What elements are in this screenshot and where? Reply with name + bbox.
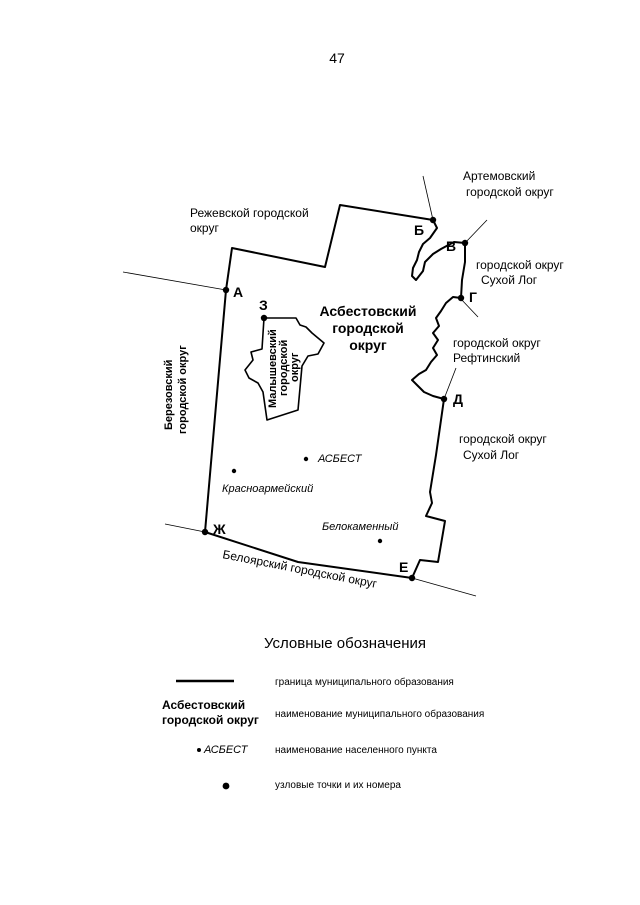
node-g-dot (457, 294, 465, 302)
krasnoarmeysky-dot (231, 468, 237, 474)
node-a-dot (222, 286, 230, 294)
thin-line-east-d (443, 367, 457, 400)
page-number: 47 (329, 50, 345, 66)
settlements: АСБЕСТ Красноармейский Белокаменный (222, 453, 399, 544)
node-z-label: З (259, 297, 268, 313)
node-b-label: Б (414, 222, 424, 238)
neighbor-boundary-lines (122, 175, 488, 597)
legend-boundary-desc: граница муниципального образования (275, 676, 454, 688)
thin-line-west-zh (164, 523, 206, 533)
legend-title: Условные обозначения (264, 635, 426, 652)
legend-settlement-sample: АСБЕСТ (203, 744, 249, 756)
berezovsky-line2: городской округ (177, 345, 189, 434)
belokamenny-dot (377, 538, 383, 544)
node-a-label: А (233, 284, 243, 300)
node-zh-label: Ж (212, 521, 226, 537)
rezhevskoy-line2: округ (190, 221, 219, 235)
sukhoy-log-2-line1: городской округ (459, 432, 547, 446)
legend-name-sample-line1: Асбестовский (162, 698, 245, 712)
legend-nodes-desc: узловые точки и их номера (275, 780, 401, 791)
thin-line-north-b (422, 175, 434, 221)
node-d-dot (440, 395, 448, 403)
sukhoy-log-1-line1: городской округ (476, 258, 564, 272)
node-d-label: Д (453, 391, 463, 407)
malyshevsky-line2: городской (278, 340, 290, 396)
node-v-dot (461, 239, 469, 247)
thin-line-west-a (122, 271, 227, 291)
malyshevsky-boundary (244, 317, 325, 421)
sukhoy-log-2-line2: Сухой Лог (463, 448, 520, 462)
settlement-asbest: АСБЕСТ (317, 453, 363, 465)
rezhevskoy-line1: Режевской городской (190, 206, 309, 220)
thin-line-south-e (411, 577, 477, 597)
main-region-name: Асбестовский городской округ (319, 303, 416, 353)
reftinsky-line2: Рефтинский (453, 351, 520, 365)
legend-name-desc: наименование муниципального образования (275, 708, 484, 720)
node-dots (201, 216, 469, 582)
thin-line-east-g (459, 297, 479, 318)
malyshevsky-name: Малышевский городской округ (267, 329, 301, 408)
reftinsky-line1: городской округ (453, 336, 541, 350)
node-b-dot (429, 216, 437, 224)
malyshevsky-line3: округ (289, 352, 301, 382)
berezovsky-name: Березовский городской округ (163, 345, 189, 434)
artemovsky-line2: городской округ (466, 185, 554, 199)
main-region-line1: Асбестовский (319, 303, 416, 319)
legend: Условные обозначения граница муниципальн… (162, 635, 484, 791)
node-z-dot (260, 314, 268, 322)
legend-name-sample-line2: городской округ (162, 713, 259, 727)
sukhoy-log-1-line2: Сухой Лог (481, 273, 538, 287)
asbest-dot (303, 456, 309, 462)
legend-node-dot (222, 782, 230, 790)
node-g-label: Г (469, 289, 477, 305)
main-region-line2: городской (332, 320, 404, 336)
artemovsky-line1: Артемовский (463, 169, 535, 183)
legend-settlement-dot (197, 748, 201, 752)
node-e-dot (408, 574, 416, 582)
main-region-line3: округ (349, 337, 387, 353)
node-zh-dot (201, 528, 209, 536)
settlement-krasnoarmeysky: Красноармейский (222, 483, 313, 495)
malyshevsky-line1: Малышевский (267, 329, 279, 408)
berezovsky-line1: Березовский (163, 360, 175, 430)
node-e-label: Е (399, 559, 408, 575)
settlement-belokamenny: Белокаменный (322, 521, 399, 533)
legend-settlement-desc: наименование населенного пункта (275, 745, 437, 756)
thin-line-north-v (464, 219, 488, 244)
node-labels: А Б В Г Д Е Ж З (212, 222, 477, 575)
node-v-label: В (446, 238, 456, 254)
asbestovsky-boundary (204, 204, 466, 579)
